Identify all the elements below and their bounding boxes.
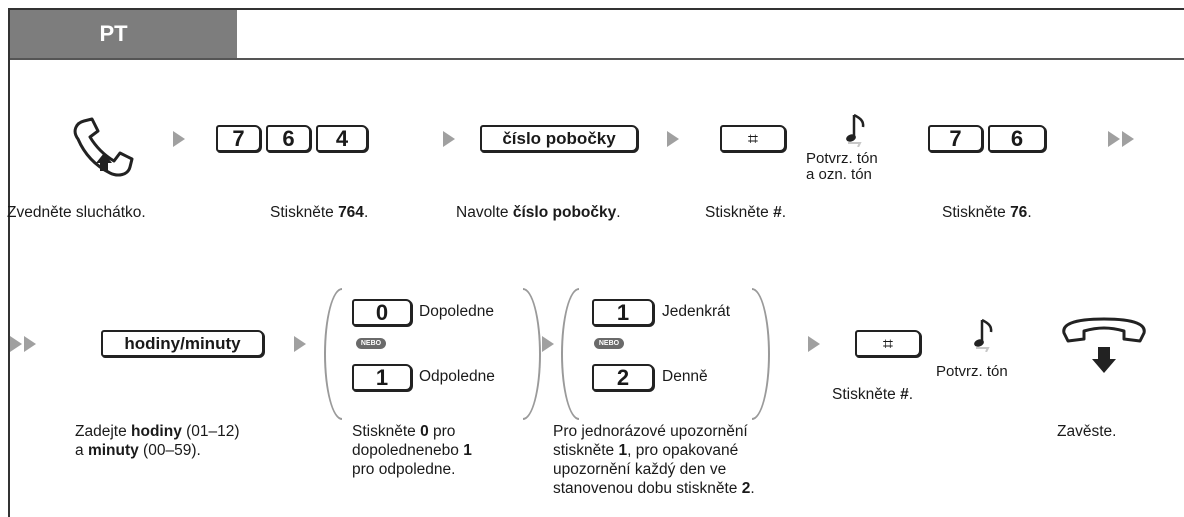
- offhook-handset-icon: [73, 117, 134, 177]
- arrow-continue-1b: [1122, 131, 1134, 147]
- key-1: 1: [352, 364, 412, 391]
- caption-press-hash: Stiskněte #.: [705, 204, 786, 221]
- arrow-continue-2b: [24, 336, 36, 352]
- arrow-2: [443, 131, 455, 147]
- key-6b: 6: [988, 125, 1046, 152]
- caption-time: Zadejte hodiny (01–12) a minuty (00–59).: [75, 423, 240, 459]
- caption-ampm: Stiskněte 0 pro dopolednenebo 1 pro odpo…: [352, 423, 472, 478]
- key-7b: 7: [928, 125, 983, 152]
- onhook-handset-icon: [1062, 317, 1146, 373]
- tone-text-2: Potvrz. tón: [936, 363, 1008, 380]
- caption-press-hash-2: Stiskněte #.: [832, 386, 913, 403]
- or-badge-2: NEBO: [594, 338, 624, 349]
- key-extension-number: číslo pobočky: [480, 125, 638, 152]
- caption-hangup: Zavěste.: [1057, 423, 1117, 440]
- arrow-4: [294, 336, 306, 352]
- key-0: 0: [352, 299, 412, 326]
- caption-dial-extension: Navolte číslo pobočky.: [456, 204, 621, 221]
- arrow-continue-1a: [1108, 131, 1120, 147]
- option-pm: Odpoledne: [419, 368, 495, 385]
- music-note-icon-2: [974, 318, 993, 352]
- tone-text-1: Potvrz. tón a ozn. tón: [806, 150, 878, 183]
- tab-pt: PT: [10, 10, 237, 58]
- arrow-5: [542, 336, 554, 352]
- option-am: Dopoledne: [419, 303, 494, 320]
- key-hash: ⌗: [720, 125, 786, 152]
- diagram-frame: [8, 8, 1184, 517]
- key-hours-minutes: hodiny/minuty: [101, 330, 264, 357]
- key-hash-2: ⌗: [855, 330, 921, 357]
- key-7: 7: [216, 125, 261, 152]
- arrow-3: [667, 131, 679, 147]
- caption-press-76: Stiskněte 76.: [942, 204, 1032, 221]
- caption-offhook: Zvedněte sluchátko.: [7, 204, 146, 221]
- key-4: 4: [316, 125, 368, 152]
- key-6: 6: [266, 125, 311, 152]
- arrow-continue-2a: [10, 336, 22, 352]
- key-2-daily: 2: [592, 364, 654, 391]
- header-divider: [10, 58, 1184, 60]
- arrow-6: [808, 336, 820, 352]
- option-daily: Denně: [662, 368, 708, 385]
- caption-repeat: Pro jednorázové upozornění stiskněte 1, …: [553, 423, 755, 497]
- or-badge-1: NEBO: [356, 338, 386, 349]
- music-note-icon: [846, 113, 865, 147]
- arrow-1: [173, 131, 185, 147]
- option-once: Jedenkrát: [662, 303, 731, 320]
- key-1-once: 1: [592, 299, 654, 326]
- caption-press-764: Stiskněte 764.: [270, 204, 369, 221]
